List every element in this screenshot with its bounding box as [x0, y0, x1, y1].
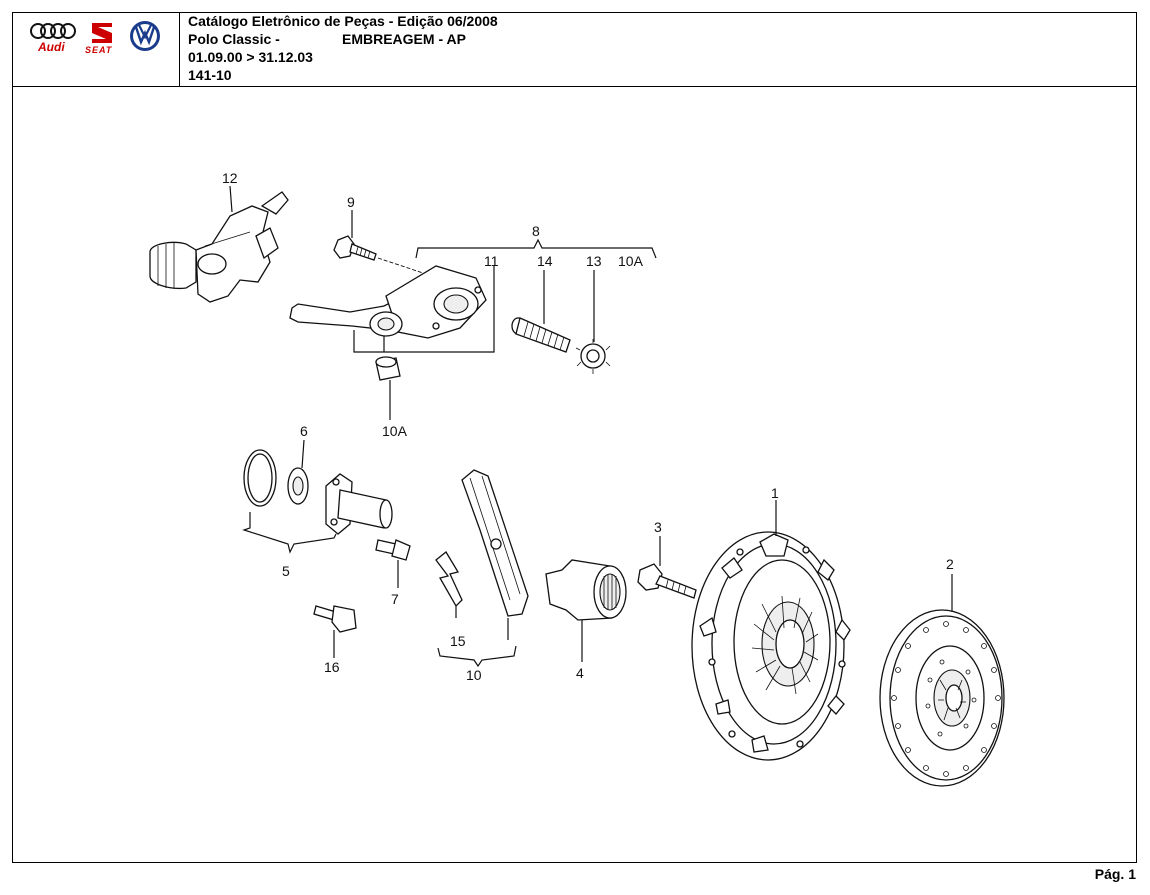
page-code: 141-10	[188, 67, 232, 83]
callout-9: 9	[347, 194, 355, 210]
part-11-release-lever	[289, 265, 495, 353]
audi-logo: Audi	[30, 23, 76, 54]
callout-2: 2	[946, 556, 954, 572]
callout-7: 7	[391, 591, 399, 607]
callout-8: 8	[532, 223, 540, 239]
part-10a-bushing	[375, 356, 401, 420]
bracket-8	[415, 238, 657, 259]
part-13-clip	[575, 270, 611, 374]
callout-11: 11	[484, 253, 499, 269]
part-16-ball-stud	[313, 605, 357, 658]
callout-16: 16	[324, 659, 340, 675]
callout-4: 4	[576, 665, 584, 681]
part-5-guide-sleeve-group	[242, 439, 393, 554]
audi-wordmark: Audi	[37, 40, 65, 54]
callout-12: 12	[222, 170, 238, 186]
group-name: EMBREAGEM - AP	[342, 31, 466, 47]
catalog-title: Catálogo Eletrônico de Peças - Edição 06…	[188, 13, 498, 29]
part-14-spring	[511, 270, 571, 353]
page-number: Pág. 1	[1094, 866, 1136, 882]
page-frame	[12, 12, 1137, 863]
callout-13: 13	[586, 253, 602, 269]
seat-logo: SEAT	[85, 23, 113, 55]
callout-15: 15	[450, 633, 466, 649]
part-4-release-bearing	[545, 559, 627, 662]
seat-wordmark: SEAT	[85, 45, 113, 55]
part-9-bolt	[333, 210, 377, 261]
part-2-clutch-disc	[879, 574, 1005, 787]
part-10-release-fork	[435, 469, 529, 668]
date-range: 01.09.00 > 31.12.03	[188, 49, 313, 65]
model-name: Polo Classic -	[188, 31, 280, 47]
callout-14: 14	[537, 253, 553, 269]
brand-logos-svg: Audi SEAT	[30, 21, 160, 55]
part-1-pressure-plate	[691, 500, 851, 761]
part-3-bolt	[637, 536, 697, 599]
callout-6: 6	[300, 423, 308, 439]
callout-3: 3	[654, 519, 662, 535]
part-7-bolt	[375, 539, 411, 588]
callout-10a-top: 10A	[618, 253, 644, 269]
callout-5: 5	[282, 563, 290, 579]
part-12-fork-assembly	[149, 185, 289, 303]
callout-1: 1	[771, 485, 779, 501]
callout-10: 10	[466, 667, 482, 683]
callout-10a-bottom: 10A	[382, 423, 408, 439]
header-separator	[12, 86, 1137, 87]
brand-logos: Audi SEAT	[12, 12, 180, 86]
leader-dashed-9	[377, 257, 439, 279]
vw-logo	[130, 21, 160, 51]
